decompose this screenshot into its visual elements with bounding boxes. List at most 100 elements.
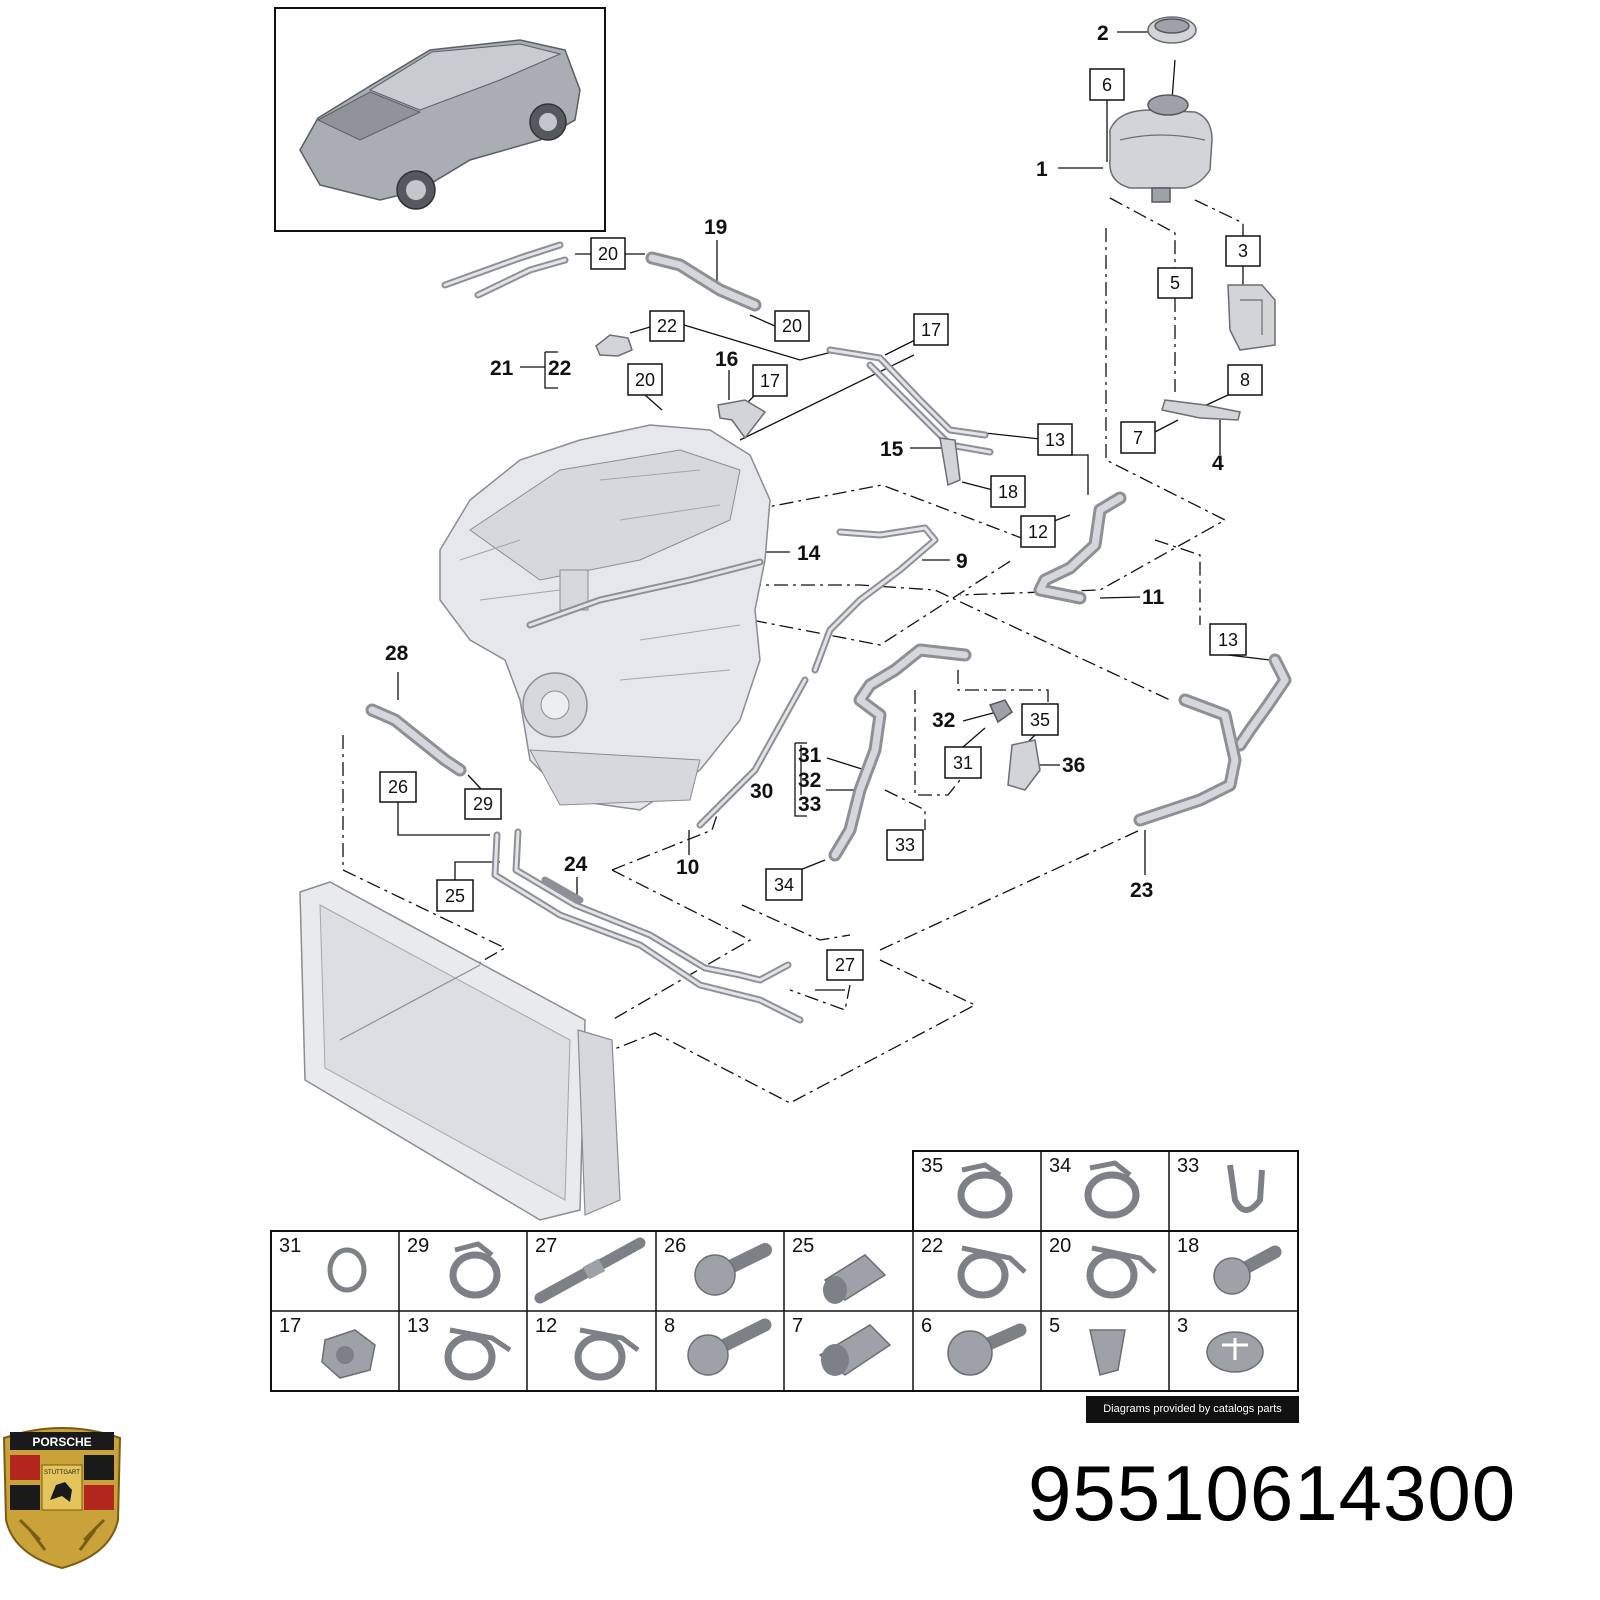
clamp-icon [957, 1162, 1013, 1219]
svg-text:31: 31 [953, 753, 973, 773]
callout-4: 4 [1212, 452, 1224, 475]
clamp-icon [574, 1327, 640, 1381]
part-11-hose [1033, 491, 1127, 605]
svg-text:33: 33 [895, 835, 915, 855]
svg-text:17: 17 [921, 320, 941, 340]
boxed-callouts: 6 3 5 8 7 20 20 22 20 17 17 13 18 12 13 … [379, 68, 1263, 981]
o-ring-icon [327, 1247, 367, 1293]
nut-sleeve-icon [818, 1324, 892, 1376]
hardware-grid: 35 34 33 31 29 27 26 25 22 20 18 17 13 1… [270, 1150, 1299, 1392]
callout-labels: 2 1 4 19 21 22 16 15 14 9 11 32 36 23 28… [385, 22, 1224, 902]
svg-text:25: 25 [445, 886, 465, 906]
svg-text:20: 20 [635, 370, 655, 390]
box-callout-18: 18 [990, 475, 1026, 508]
crest-city: STUTTGART [44, 1470, 80, 1476]
part-19-hose [645, 251, 762, 312]
callout-32-group: 32 [798, 769, 821, 792]
part-13-hose-right [1233, 653, 1292, 752]
part-number: 95510614300 [1028, 1449, 1517, 1537]
grid-cell-12-label: 12 [535, 1315, 557, 1337]
grid-cell-26-label: 26 [664, 1235, 686, 1257]
grid-cell-13-label: 13 [407, 1315, 429, 1337]
bolt-icon [687, 1318, 772, 1376]
svg-text:12: 12 [1028, 522, 1048, 542]
callout-10: 10 [676, 856, 699, 879]
box-callout-17-a: 17 [913, 313, 949, 346]
grid-cell-33-label: 33 [1177, 1155, 1199, 1177]
grid-cell-18-label: 18 [1177, 1235, 1199, 1257]
grid-cell-22-label: 22 [921, 1235, 943, 1257]
callout-24: 24 [564, 853, 588, 876]
box-callout-22: 22 [649, 310, 685, 342]
box-callout-20-b: 20 [774, 310, 810, 342]
part-21-connector [595, 334, 633, 357]
grid-cell-34-label: 34 [1049, 1155, 1071, 1177]
svg-text:34: 34 [774, 875, 794, 895]
part-36-pump [1007, 739, 1041, 791]
svg-text:29: 29 [473, 794, 493, 814]
bolt-icon [1213, 1245, 1282, 1295]
box-callout-13-a: 13 [1037, 423, 1073, 456]
part-1-expansion-tank [1109, 94, 1213, 203]
svg-text:22: 22 [657, 316, 677, 336]
svg-text:5: 5 [1170, 273, 1180, 293]
part-24-pipes [491, 828, 804, 1024]
box-callout-20-a: 20 [590, 237, 626, 270]
svg-text:8: 8 [1240, 370, 1250, 390]
grid-cell-25-label: 25 [792, 1235, 814, 1257]
svg-text:17: 17 [760, 371, 780, 391]
engine-block [439, 424, 771, 811]
svg-text:13: 13 [1045, 430, 1065, 450]
porsche-crest-logo: PORSCHE STUTTGART [2, 1427, 122, 1570]
callout-16: 16 [715, 348, 738, 371]
part-32-thermostat [988, 699, 1013, 724]
part-4-pipe-bracket [1161, 399, 1241, 421]
spring-clip-icon [1227, 1164, 1265, 1213]
part-15-bracket [939, 437, 961, 487]
box-callout-25: 25 [436, 879, 474, 912]
callout-33: 33 [798, 793, 821, 816]
clamp-icon [957, 1245, 1027, 1299]
callout-15: 15 [880, 438, 904, 461]
svg-text:18: 18 [998, 482, 1018, 502]
part-3-bracket [1227, 284, 1276, 351]
box-callout-12: 12 [1020, 515, 1056, 548]
grid-cell-31-label: 31 [279, 1235, 301, 1257]
grid-cell-27-label: 27 [535, 1235, 557, 1257]
svg-text:13: 13 [1218, 630, 1238, 650]
box-callout-29: 29 [464, 788, 502, 820]
box-callout-13-b: 13 [1209, 623, 1247, 656]
part-16-bracket [717, 399, 767, 440]
part-14-pipe [526, 558, 764, 629]
callout-30: 30 [750, 780, 773, 803]
clamp-icon [449, 1241, 501, 1299]
pipe-upper-left [441, 241, 569, 299]
box-callout-7: 7 [1120, 421, 1156, 454]
box-callout-6: 6 [1089, 68, 1125, 101]
stud-icon [534, 1237, 646, 1304]
callout-21: 21 [490, 357, 514, 380]
grid-cell-8-label: 8 [664, 1315, 675, 1337]
bolt-icon [694, 1243, 772, 1296]
callout-14: 14 [797, 542, 821, 565]
callout-28: 28 [385, 642, 409, 665]
callout-22: 22 [548, 357, 571, 380]
clip-nut-icon [1089, 1329, 1126, 1376]
grid-cell-3-label: 3 [1177, 1315, 1188, 1337]
suv-illustration [299, 39, 581, 210]
clamp-icon [1086, 1245, 1157, 1299]
box-callout-17-b: 17 [752, 364, 788, 397]
vehicle-inset [274, 7, 606, 232]
callout-2: 2 [1097, 22, 1109, 45]
part-23-hose [1133, 693, 1242, 827]
svg-text:27: 27 [835, 955, 855, 975]
svg-text:6: 6 [1102, 75, 1112, 95]
grid-cell-7-label: 7 [792, 1315, 803, 1337]
bolt-icon [947, 1323, 1027, 1376]
nut-icon [321, 1329, 376, 1379]
grid-cell-35-label: 35 [921, 1155, 943, 1177]
grid-cell-29-label: 29 [407, 1235, 429, 1257]
box-callout-3: 3 [1225, 235, 1261, 267]
part-10-line [696, 676, 809, 829]
